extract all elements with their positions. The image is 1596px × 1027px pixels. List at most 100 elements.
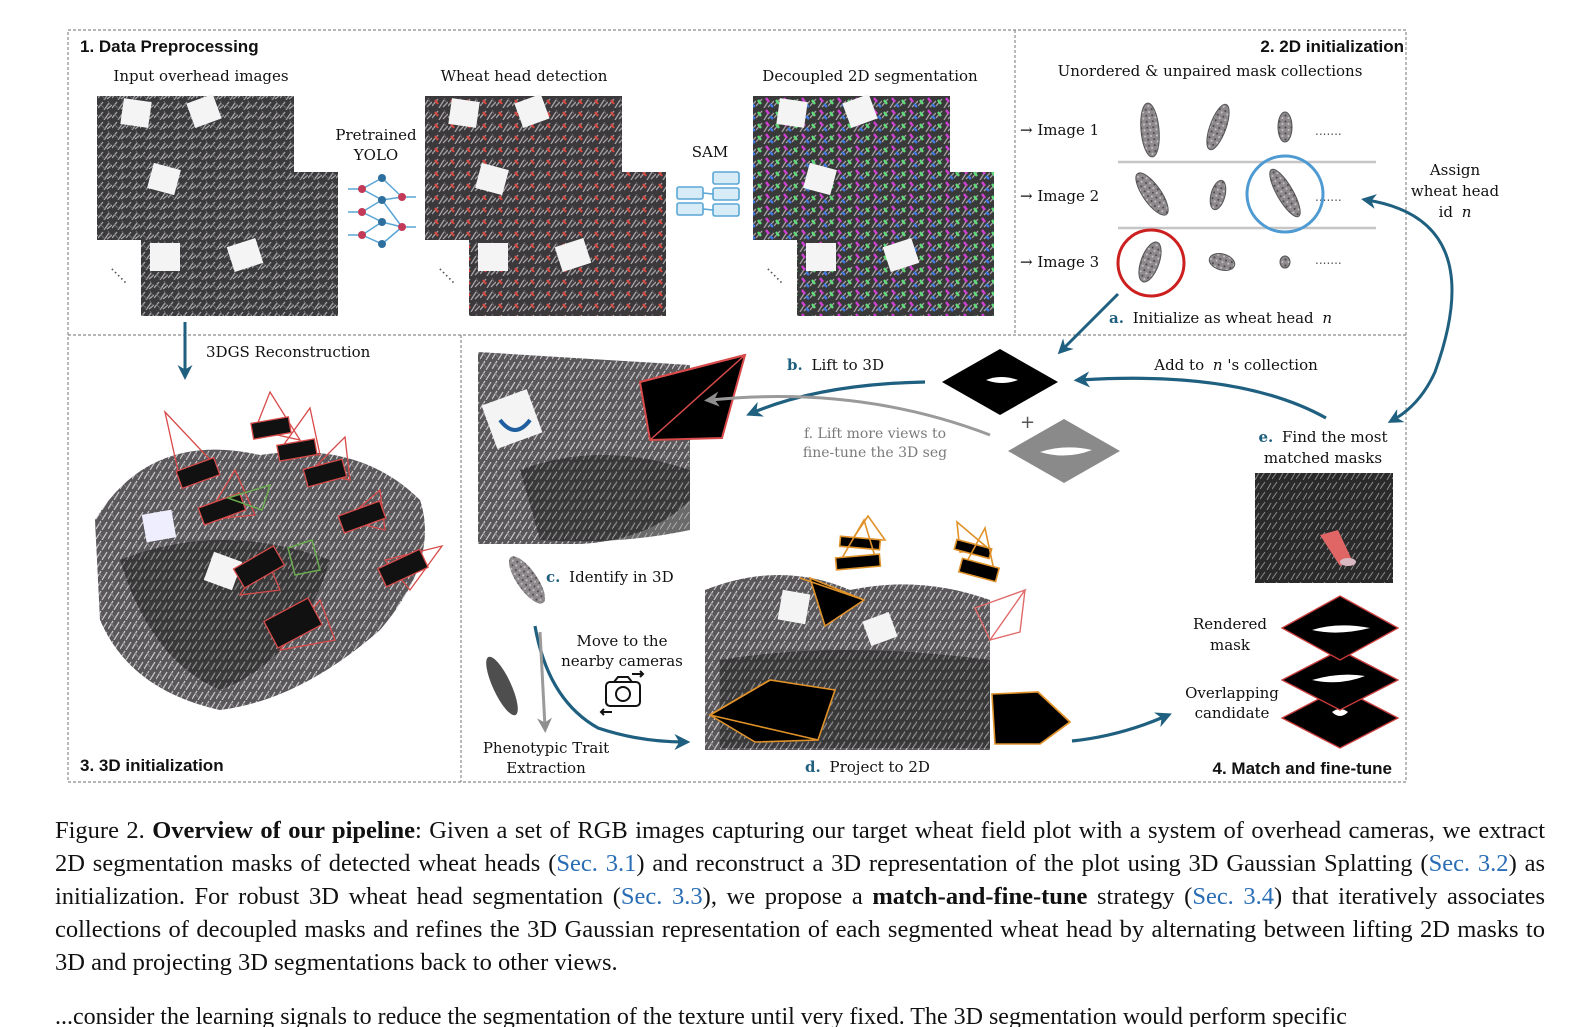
overlap-line2: candidate [1195, 704, 1270, 722]
body-text-cutoff: ...consider the learning signals to redu… [55, 1004, 1347, 1027]
caption-ref-sec32[interactable]: Sec. 3.2 [1428, 850, 1509, 877]
panel-2d-initialization: 2. 2D initialization Unordered & unpaire… [1020, 37, 1404, 327]
identified-wheat-3d [508, 556, 546, 604]
panel-3-title: 3. 3D initialization [80, 756, 224, 775]
phenotype-line1: Phenotypic Trait [483, 739, 609, 757]
step-d-label: d. Project to 2D [805, 758, 930, 776]
caption-text-2: ) and reconstruct a 3D representation of… [636, 850, 1429, 877]
step-c-text: Identify in 3D [569, 568, 673, 586]
assign-var: n [1462, 203, 1472, 221]
step-d-letter: d. [805, 758, 821, 776]
step-e-letter: e. [1258, 428, 1273, 446]
plus-sign: + [1020, 412, 1035, 433]
panel-match-and-finetune: b. Lift to 3D + Add to n 's collection f… [478, 161, 1499, 778]
caption-ref-sec31[interactable]: Sec. 3.1 [556, 850, 637, 877]
row-2-ellipsis: ....... [1315, 190, 1342, 204]
rendered-line1: Rendered [1193, 615, 1267, 633]
segmentation-images-stack: ..... [753, 93, 994, 316]
move-line2: nearby cameras [561, 652, 683, 670]
detection-label: Wheat head detection [441, 67, 608, 85]
figure-caption: Figure 2. Overview of our pipeline: Give… [55, 814, 1545, 979]
image-row-1-label: → Image 1 [1020, 121, 1099, 139]
lift-to-3d-arrow [746, 380, 926, 417]
add-to-collection-arrow [1073, 371, 1327, 420]
panel-borders [67, 29, 1407, 783]
assign-id-text: id [1439, 203, 1454, 221]
step-b-text: Lift to 3D [812, 356, 885, 374]
assign-line1: Assign [1429, 161, 1481, 179]
step-d-text: Project to 2D [830, 758, 930, 776]
panel-3d-initialization: 3DGS Reconstruction 3. 3D initialization [80, 322, 444, 775]
caption-ref-sec33[interactable]: Sec. 3.3 [620, 883, 703, 910]
caption-label: Figure 2. [55, 817, 145, 844]
overlap-line1: Overlapping [1185, 684, 1279, 702]
initial-mask-highlight [1116, 228, 1186, 298]
detection-images-stack: ..... [425, 93, 666, 316]
phenotype-arrow [537, 631, 553, 733]
panel-data-preprocessing: 1. Data Preprocessing Input overhead ima… [80, 37, 994, 316]
phenotype-wheat [486, 656, 518, 716]
panel-4-title: 4. Match and fine-tune [1213, 759, 1392, 778]
assign-line3: id n [1439, 203, 1472, 221]
lifted-3d-scene [478, 352, 747, 544]
svg-text:.....: ..... [435, 260, 462, 287]
caption-text-4: ), we propose a [702, 883, 873, 910]
caption-text-5: strategy ( [1087, 883, 1193, 910]
step-e-line1: e. Find the most [1258, 428, 1387, 446]
caption-text-3: ) as initialization. For robust 3D wheat… [55, 850, 1545, 910]
step-a-label: a. Initialize as wheat head n [1109, 309, 1332, 327]
assign-id-arrow [1361, 194, 1454, 423]
add-post: 's collection [1227, 356, 1318, 374]
rendered-overlap-masks [1280, 595, 1400, 749]
panel-1-title: 1. Data Preprocessing [80, 37, 259, 56]
assign-line2: wheat head [1411, 182, 1500, 200]
neural-network-icon [348, 174, 416, 248]
pipeline-diagram: 1. Data Preprocessing Input overhead ima… [67, 29, 1499, 783]
move-line1: Move to the [577, 632, 668, 650]
move-cameras-arrow [533, 625, 691, 750]
step-c-letter: c. [546, 568, 560, 586]
step-b-label: b. Lift to 3D [787, 356, 884, 374]
step-f-line2: fine-tune the 3D seg [803, 445, 947, 461]
caption-text-1: : Given a set of RGB images capturing ou… [55, 817, 1546, 877]
rendered-line2: mask [1210, 636, 1251, 654]
initialize-arrow [1057, 292, 1120, 355]
step-e-text: Find the most [1282, 428, 1388, 446]
step-f-line1: f. Lift more views to [804, 426, 946, 442]
matched-mask-highlight [1245, 154, 1325, 234]
step-a-var: n [1322, 309, 1332, 327]
caption-bold-strategy: match-and-fine-tune [872, 883, 1088, 910]
input-images-stack: ..... [97, 93, 338, 316]
reconstruction-label: 3DGS Reconstruction [206, 343, 371, 361]
yolo-label-line1: Pretrained [335, 126, 417, 144]
step-b-letter: b. [787, 356, 803, 374]
camera-icon [599, 670, 645, 716]
row-3-ellipsis: ....... [1315, 253, 1342, 267]
add-var: n [1213, 356, 1223, 374]
row-1-ellipsis: ....... [1315, 124, 1342, 138]
step-e-line2: matched masks [1264, 449, 1382, 467]
image-row-2-label: → Image 2 [1020, 187, 1099, 205]
lift-more-views-arrow [704, 391, 991, 437]
step-a-letter: a. [1109, 309, 1124, 327]
caption-text-6: ) that iteratively associates collection… [55, 883, 1546, 976]
add-pre: Add to [1153, 356, 1204, 374]
sam-label: SAM [692, 143, 728, 161]
phenotype-line2: Extraction [506, 759, 586, 777]
matched-mask-image [1255, 473, 1393, 583]
step-c-label: c. Identify in 3D [546, 568, 674, 586]
svg-text:.....: ..... [107, 260, 134, 287]
project-arrow [1071, 712, 1172, 743]
add-to-collection-label: Add to n 's collection [1153, 356, 1318, 374]
yolo-label-line2: YOLO [353, 146, 398, 164]
caption-ref-sec34[interactable]: Sec. 3.4 [1192, 883, 1275, 910]
caption-title: Overview of our pipeline [152, 817, 415, 844]
camera-frustums-2d [708, 514, 1072, 745]
image-row-3-label: → Image 3 [1020, 253, 1099, 271]
panel-2-title: 2. 2D initialization [1260, 37, 1404, 56]
svg-text:.....: ..... [763, 260, 790, 287]
sam-icon [676, 171, 740, 217]
input-images-label: Input overhead images [113, 67, 288, 85]
red-frustum-bottom [974, 588, 1027, 642]
